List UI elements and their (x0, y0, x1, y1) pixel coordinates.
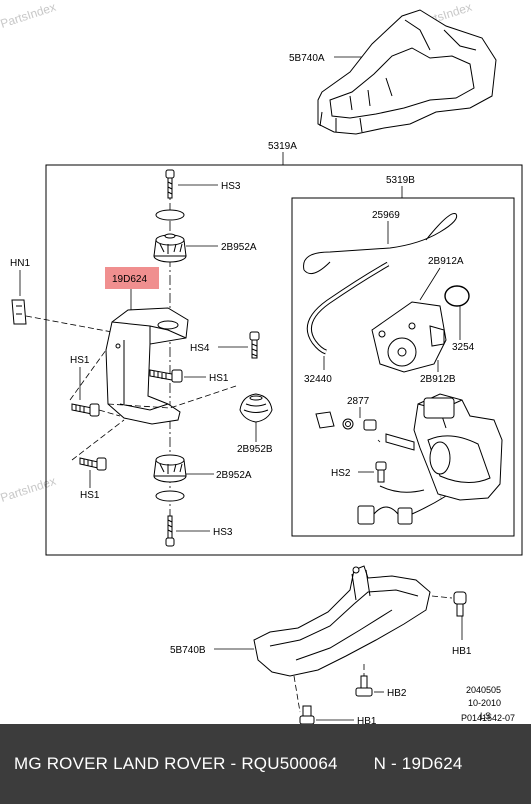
label-5319a: 5319A (268, 141, 297, 152)
sub-assembly-frame (291, 197, 515, 537)
label-hs1-a: HS1 (209, 373, 229, 384)
label-2b952a-top: 2B952A (221, 242, 257, 253)
compressor-head (371, 301, 447, 373)
stamp-ref: P0141542-07 (460, 713, 515, 723)
highlight-box (105, 267, 159, 289)
washer-bottom (155, 490, 185, 502)
label-hs1-b: HS1 (70, 355, 90, 366)
leader-line (419, 267, 441, 301)
stamp-code: 2040505 (466, 685, 501, 695)
parts-diagram: PartsIndex PartsIndex PartsIndex PartsIn… (0, 0, 523, 724)
label-2877: 2877 (347, 396, 370, 407)
label-3254: 3254 (452, 342, 475, 353)
label-2b952b: 2B952B (237, 444, 273, 455)
hose-25969 (303, 213, 458, 271)
label-32440: 32440 (304, 374, 332, 385)
dash-lines (69, 349, 237, 461)
hs1-bolt-c (79, 457, 107, 471)
watermark: PartsIndex (0, 0, 57, 31)
label-hn1: HN1 (10, 258, 30, 269)
hose-25969-loop (303, 261, 331, 275)
hs4-bolt (249, 331, 260, 359)
dash-line (98, 409, 121, 417)
dash-line (431, 595, 453, 599)
label-25969: 25969 (372, 210, 400, 221)
label-hs3-top: HS3 (221, 181, 241, 192)
hb2-bolt (355, 675, 373, 697)
mount-bottom-drawing (153, 454, 187, 483)
o-ring-3254 (444, 285, 470, 307)
hs3-top-bolt (165, 169, 175, 199)
hs1-bolt-b (71, 403, 100, 417)
hs3-bottom-bolt (165, 515, 175, 547)
label-hs1-c: HS1 (80, 490, 100, 501)
top-cover-drawing (317, 9, 497, 135)
label-hb2: HB2 (387, 688, 407, 699)
label-hs4: HS4 (190, 343, 210, 354)
label-2b912a: 2B912A (428, 256, 464, 267)
hb1-bottom-bolt (299, 705, 315, 724)
label-19d624: 19D624 (112, 274, 147, 285)
leader-line (377, 439, 381, 443)
hs2-screw (375, 461, 387, 483)
footer-bar: MG ROVER LAND ROVER - RQU500064 N - 19D6… (0, 724, 531, 804)
hb1-right-bolt (453, 591, 467, 617)
bottom-cover-drawing (253, 565, 431, 677)
dash-line (25, 315, 113, 333)
connector-2877 (315, 411, 377, 431)
label-2b912b: 2B912B (420, 374, 456, 385)
label-5b740b: 5B740B (170, 645, 206, 656)
watermark: PartsIndex (0, 474, 57, 505)
label-hb1-right: HB1 (452, 646, 472, 657)
dash-line (293, 675, 301, 713)
assembly-frame (45, 164, 523, 556)
footer-part-info: MG ROVER LAND ROVER - RQU500064 (14, 754, 338, 773)
compressor-assembly (357, 393, 503, 525)
pipe-32440-inner (307, 262, 389, 354)
mount-top-drawing (153, 233, 187, 263)
label-2b952a-bottom: 2B952A (216, 470, 252, 481)
label-hs3-bottom: HS3 (213, 527, 233, 538)
label-hs2: HS2 (331, 468, 351, 479)
stamp-initials: LS (480, 711, 491, 721)
washer-top (155, 209, 185, 221)
label-hb1-bottom: HB1 (357, 716, 377, 724)
label-5319b: 5319B (386, 175, 415, 186)
hn1-clip (11, 299, 27, 325)
stamp-date: 10-2010 (468, 698, 501, 708)
label-5b740a: 5B740A (289, 53, 325, 64)
bracket-19d624 (105, 307, 189, 425)
footer-part-number: N - 19D624 (373, 754, 463, 773)
bushing-2b952b (239, 393, 273, 423)
hs1-bolt-a (149, 369, 183, 383)
